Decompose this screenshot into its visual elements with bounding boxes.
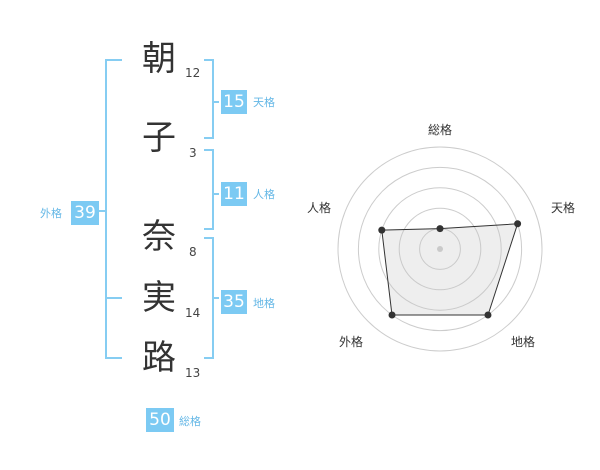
chikaku-score: 35: [221, 290, 247, 314]
gaikaku-score: 39: [71, 201, 99, 225]
stroke-count-5: 13: [185, 366, 201, 380]
stroke-count-3: 8: [189, 245, 197, 259]
name-char-2: 子: [142, 118, 176, 158]
radar-center-dot: [437, 246, 443, 252]
radar-ring: [398, 207, 482, 291]
radar-ring: [337, 146, 543, 352]
soukaku-label: 総格: [179, 415, 201, 428]
stroke-count-2: 3: [189, 146, 197, 160]
gaikaku-label: 外格: [40, 207, 62, 220]
name-char-5: 路: [142, 338, 176, 378]
tenkaku-score: 15: [221, 90, 247, 114]
soukaku-score: 50: [146, 408, 174, 432]
gaikaku-bracket: [105, 59, 122, 359]
stroke-count-4: 14: [185, 306, 201, 320]
tenkaku-label: 天格: [253, 96, 275, 109]
radar-axis-label-gaikaku: 外格: [339, 335, 364, 349]
radar-axis-label-chikaku: 地格: [511, 335, 536, 349]
chikaku-label: 地格: [253, 297, 275, 310]
name-char-4: 実: [142, 278, 176, 318]
radar-point-0: [436, 225, 444, 233]
radar-axis-label-tenkaku: 天格: [551, 201, 576, 215]
name-char-1: 朝: [142, 39, 176, 79]
jinkaku-score: 11: [221, 182, 247, 206]
radar-data-polygon: [381, 223, 519, 316]
tenkaku-bracket: [204, 59, 214, 139]
jinkaku-bracket: [204, 149, 214, 230]
radar-axis-label-jinkaku: 人格: [307, 201, 332, 215]
radar-ring: [378, 187, 502, 311]
jinkaku-label: 人格: [253, 188, 275, 201]
radar-point-1: [514, 220, 522, 228]
radar-axis-label-soukaku: 総格: [428, 123, 453, 137]
radar-point-2: [484, 311, 492, 319]
radar-ring: [357, 166, 523, 332]
stroke-count-1: 12: [185, 66, 201, 80]
radar-point-4: [378, 226, 386, 234]
radar-point-3: [388, 311, 396, 319]
name-char-3: 奈: [142, 217, 176, 257]
